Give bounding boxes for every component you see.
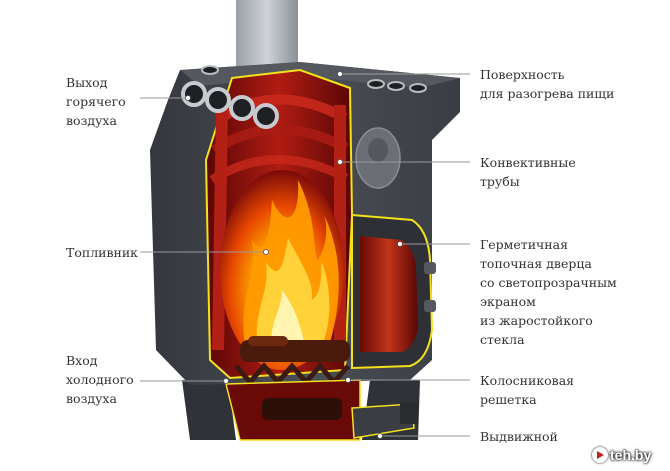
watermark-text: teh.by (610, 447, 652, 463)
convection-pipe-left (212, 104, 228, 351)
label-ash-drawer: Выдвижной (480, 429, 558, 444)
label-grate: Колосниковая решетка (480, 373, 575, 407)
hot-air-outlets (181, 81, 279, 129)
label-firebox: Топливник (66, 245, 138, 260)
stove-top-plate (180, 62, 460, 88)
grate (234, 362, 350, 386)
label-cold-air-inlet: Вход холодного воздуха (66, 353, 134, 406)
watermark-logo: teh.by (592, 444, 670, 466)
label-sealed-door: Герметичная топочная дверца со светопроз… (480, 237, 617, 347)
leader-dots (185, 71, 403, 439)
label-convection-pipes: Конвективные трубы (480, 155, 576, 189)
ash-drawer (351, 403, 415, 439)
door-glass (360, 236, 418, 352)
chimney (236, 0, 298, 70)
label-hot-air-outlet: Выход горячего воздуха (66, 75, 126, 128)
label-heating-surface: Поверхность для разогрева пищи (480, 67, 615, 101)
stove-base (182, 380, 236, 440)
door-hinge (424, 262, 436, 274)
play-icon (592, 447, 608, 463)
leader-lines (140, 73, 470, 437)
top-pipe-openings (201, 65, 427, 93)
